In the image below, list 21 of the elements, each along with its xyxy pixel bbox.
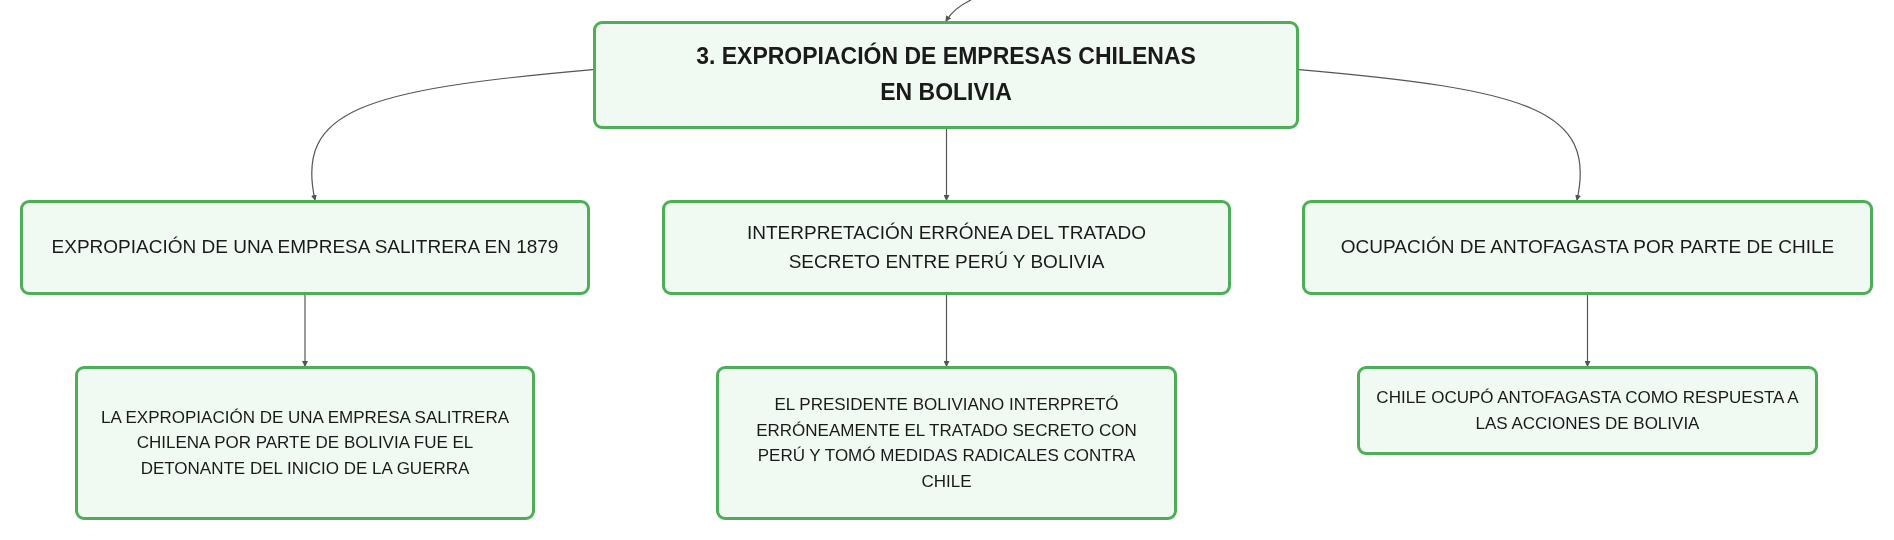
node-text: 3. EXPROPIACIÓN DE EMPRESAS CHILENAS EN BOLIVIA xyxy=(695,41,1197,107)
detail-box xyxy=(716,366,1177,520)
node-text: LA EXPROPIACIÓN DE UNA EMPRESA SALITRERA CHILENA POR PARTE DE BOLIVIA FUE EL DETONANTE DEL INICIO DE LA GUERRA xyxy=(99,406,511,480)
connector-arrow xyxy=(945,0,972,22)
connector-arrow xyxy=(1298,69,1581,201)
node-text: CHILE OCUPÓ ANTOFAGASTA COMO RESPUESTA A LAS ACCIONES DE BOLIVIA xyxy=(1375,387,1800,435)
detail-box xyxy=(75,366,535,520)
subtopic-box xyxy=(20,200,590,295)
detail-box xyxy=(1357,366,1818,455)
subtopic-box xyxy=(662,200,1231,295)
node-text: EXPROPIACIÓN DE UNA EMPRESA SALITRERA EN 1879 xyxy=(51,235,559,260)
topic-box xyxy=(593,21,1299,129)
node-text: INTERPRETACIÓN ERRÓNEA DEL TRATADO SECRETO ENTRE PERÚ Y BOLIVIA xyxy=(745,221,1148,274)
connector-arrow xyxy=(943,128,950,201)
node-text: EL PRESIDENTE BOLIVIANO INTERPRETÓ ERRÓNEAMENTE EL TRATADO SECRETO CON PERÚ Y TOMÓ MEDIDAS RADICALES CONTRA CHILE xyxy=(755,394,1138,493)
subtopic-box xyxy=(1302,200,1873,295)
node-text: OCUPACIÓN DE ANTOFAGASTA POR PARTE DE CHILE xyxy=(1340,235,1835,260)
connector-arrow xyxy=(1584,294,1591,367)
connector-arrow xyxy=(943,294,950,367)
connector-arrow xyxy=(311,69,594,201)
connector-arrow xyxy=(302,294,308,367)
